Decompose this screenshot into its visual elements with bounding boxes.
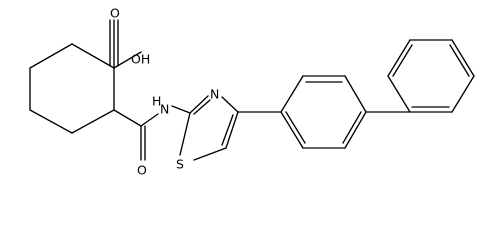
atom-label-thiazole-nitrogen: N xyxy=(210,87,219,102)
bond xyxy=(451,75,475,113)
bond xyxy=(342,111,362,144)
bond xyxy=(29,43,73,69)
bond xyxy=(140,113,159,127)
atom-label-amide-hydrogen: H xyxy=(152,94,161,109)
bond xyxy=(171,105,191,114)
bond xyxy=(29,109,73,134)
thiazole-ring xyxy=(179,95,239,161)
phenyl-ring-2 xyxy=(387,39,475,113)
bond xyxy=(344,75,367,113)
cyclohexane-ring xyxy=(29,43,115,134)
atom-label-carboxyl-oxygen: O xyxy=(110,6,120,21)
bond xyxy=(387,39,411,77)
bond xyxy=(221,114,234,146)
bond xyxy=(71,43,115,69)
bond xyxy=(225,111,239,149)
bond xyxy=(387,75,411,113)
bond xyxy=(285,111,306,144)
molecule-structure-diagram: OH O H N O N S xyxy=(29,6,475,178)
bond xyxy=(280,75,304,113)
atom-label-amide-oxygen: O xyxy=(137,163,147,178)
bond xyxy=(451,39,475,77)
bond xyxy=(113,109,142,127)
atom-label-hydroxyl: OH xyxy=(131,52,150,67)
amide-group xyxy=(113,105,191,161)
bond xyxy=(71,109,115,134)
bond xyxy=(189,95,209,114)
bond xyxy=(344,111,367,149)
atom-label-thiazole-sulfur: S xyxy=(176,157,184,172)
bond xyxy=(179,112,191,156)
bond xyxy=(280,111,304,149)
bond xyxy=(193,99,211,115)
atom-label-amide-nitrogen: N xyxy=(160,102,169,117)
bond xyxy=(221,96,239,113)
bond xyxy=(193,147,227,161)
phenyl-ring-1 xyxy=(280,75,367,149)
bond xyxy=(449,44,470,77)
carboxylic-acid-group xyxy=(109,19,142,69)
bond xyxy=(392,44,413,77)
